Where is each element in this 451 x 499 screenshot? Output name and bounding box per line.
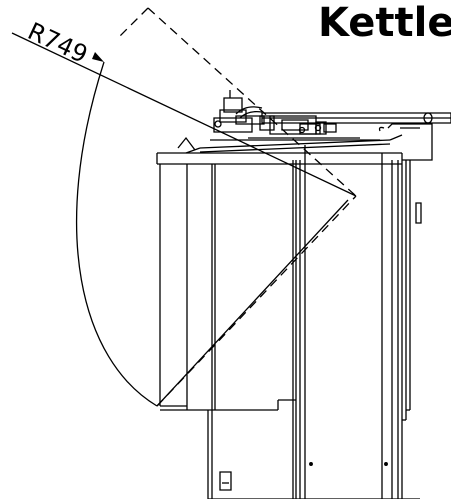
gear-housing: [270, 116, 316, 134]
swing-envelope-tip: [118, 8, 148, 38]
dimension-arrowhead: [92, 52, 104, 62]
swing-envelope-upper: [148, 8, 356, 196]
lid-assembly: [178, 90, 451, 160]
kettle-body: [157, 145, 421, 499]
swing-pivot-line: [157, 200, 348, 406]
swing-arc: [77, 62, 157, 406]
valve-body: [224, 98, 242, 112]
side-latch: [416, 203, 421, 223]
radius-dimension-label: R749: [23, 17, 91, 69]
dimension-leader-line: [12, 33, 356, 196]
drain-port: [220, 472, 231, 490]
swing-envelope: [118, 8, 356, 406]
drawing-title: Kettle: [318, 0, 451, 46]
